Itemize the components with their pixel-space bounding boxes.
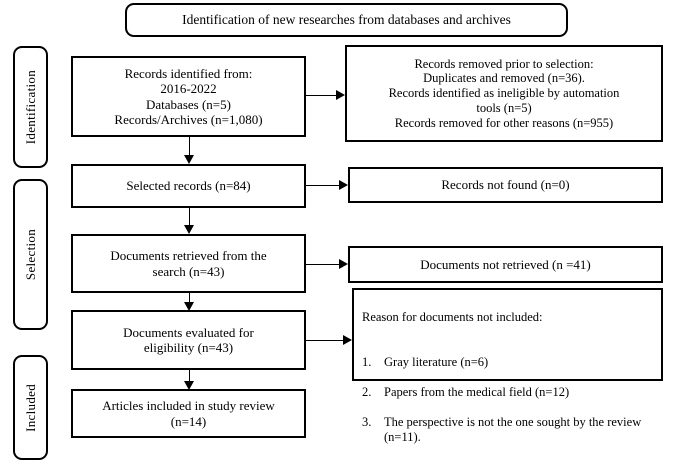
reason-item-number: 1. (362, 355, 372, 369)
connector-arrowhead-evaluated-to-reason (343, 334, 352, 345)
connector-line-selected-to-retrieved (188, 208, 190, 226)
connector-line-identified-to-removed (306, 94, 337, 96)
connector-arrowhead-selected-to-retrieved (183, 225, 194, 234)
node-reason-not-included-body: Reason for documents not included: 1. Gr… (362, 295, 655, 465)
node-articles-included: Articles included in study review (n=14) (71, 389, 306, 438)
node-documents-retrieved-text: Documents retrieved from the search (n=4… (110, 248, 267, 279)
stage-label-identification: Identification (13, 46, 48, 168)
node-records-identified: Records identified from: 2016-2022 Datab… (71, 56, 306, 137)
reason-list: 1. Gray literature (n=6) 2. Papers from … (362, 340, 655, 459)
connector-arrowhead-identified-to-selected (183, 155, 194, 164)
node-records-identified-text: Records identified from: 2016-2022 Datab… (114, 65, 263, 127)
connector-arrowhead-identified-to-removed (336, 89, 345, 100)
stage-label-selection: Selection (13, 179, 48, 330)
connector-line-identified-to-selected (188, 137, 190, 157)
node-documents-not-retrieved: Documents not retrieved (n =41) (348, 246, 663, 283)
stage-label-selection-text: Selection (22, 228, 38, 281)
reason-item-text: The perspective is not the one sought by… (384, 414, 642, 444)
connector-line-selected-to-not-found (306, 184, 340, 186)
node-records-removed-text: Records removed prior to selection: Dupl… (388, 56, 620, 130)
node-selected-records: Selected records (n=84) (71, 164, 306, 208)
connector-line-retrieved-to-not-retrieved (306, 263, 340, 265)
node-documents-not-retrieved-text: Documents not retrieved (n =41) (420, 256, 591, 272)
diagram-title-box: Identification of new researches from da… (125, 3, 568, 37)
stage-label-included: Included (13, 355, 48, 460)
stage-label-identification-text: Identification (22, 69, 38, 145)
connector-arrowhead-retrieved-to-evaluated (183, 302, 194, 311)
connector-arrowhead-selected-to-not-found (339, 179, 348, 190)
connector-arrowhead-evaluated-to-included (183, 381, 194, 390)
reason-heading: Reason for documents not included: (362, 309, 543, 324)
node-records-not-found-text: Records not found (n=0) (441, 177, 570, 193)
node-records-not-found: Records not found (n=0) (348, 167, 663, 203)
node-articles-included-text: Articles included in study review (n=14) (102, 398, 275, 429)
node-documents-retrieved: Documents retrieved from the search (n=4… (71, 234, 306, 293)
connector-line-evaluated-to-included (188, 370, 190, 382)
connector-arrowhead-retrieved-to-not-retrieved (339, 258, 348, 269)
reason-item-number: 2. (362, 384, 372, 399)
reason-list-item: 2. Papers from the medical field (n=12) (362, 385, 655, 400)
stage-label-included-text: Included (22, 383, 38, 432)
reason-item-text: Gray literature (n=6) (384, 355, 489, 369)
node-reason-not-included: Reason for documents not included: 1. Gr… (352, 288, 663, 444)
reason-list-item: 3. The perspective is not the one sought… (362, 415, 655, 445)
node-selected-records-text: Selected records (n=84) (126, 178, 251, 194)
connector-line-retrieved-to-evaluated (188, 293, 190, 303)
reason-item-text: Papers from the medical field (n=12) (384, 384, 570, 399)
connector-line-evaluated-to-reason (306, 339, 344, 341)
reason-item-number: 3. (362, 414, 372, 429)
reason-list-item: 1. Gray literature (n=6) (362, 355, 655, 370)
node-records-removed: Records removed prior to selection: Dupl… (345, 45, 663, 142)
diagram-title-text: Identification of new researches from da… (182, 12, 511, 28)
node-documents-evaluated: Documents evaluated for eligibility (n=4… (71, 310, 306, 370)
node-documents-evaluated-text: Documents evaluated for eligibility (n=4… (123, 324, 254, 355)
